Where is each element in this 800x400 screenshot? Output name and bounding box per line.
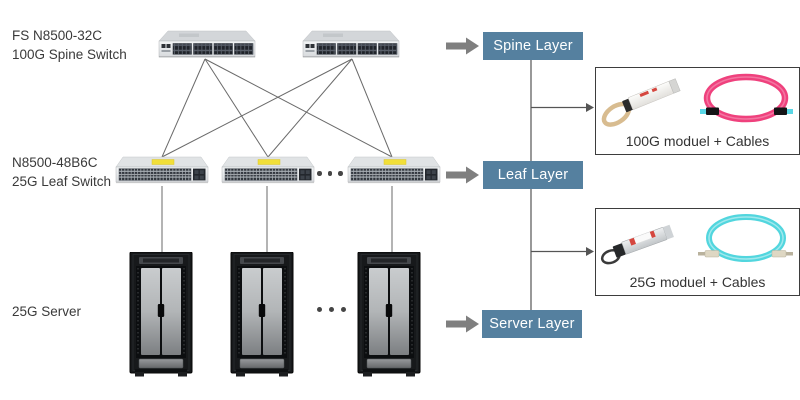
server-layer-badge: Server Layer [482,310,582,338]
spine-switch-label: FS N8500-32C 100G Spine Switch [12,26,127,64]
leaf-layer-badge: Leaf Layer [483,161,583,189]
leaf-server-links [161,186,393,252]
spine-switch-model: FS N8500-32C [12,28,103,43]
dot-icon [317,171,322,176]
qsfp28-module-and-pink-cable-image [601,73,793,127]
dot-icon [338,171,343,176]
server-layer-text: Server Layer [489,316,575,332]
leaf-switch-label: N8500-48B6C 25G Leaf Switch [12,153,111,191]
server-rack-2 [230,252,294,378]
spine-layer-text: Spine Layer [493,38,573,54]
more-leaf-switches-ellipsis-icon [317,171,349,176]
dot-icon [341,307,346,312]
server-desc: 25G Server [12,304,82,319]
leaf-switch-2 [218,154,318,190]
spine-switch-desc: 100G Spine Switch [12,47,127,62]
pink-mpo-fiber-cable-icon [700,73,793,123]
sfp28-transceiver-icon [600,224,674,265]
arrowhead-to-25g-box-icon [586,247,594,256]
module-caption-25g: 25G moduel + Cables [629,274,766,290]
spine-layer-arrow-icon [446,37,479,55]
spine-layer-badge: Spine Layer [483,32,583,60]
leaf-switch-3 [344,154,444,190]
spine-switch-1 [155,29,259,61]
module-box-100g: 100G moduel + Cables [595,67,800,155]
sfp28-module-and-aqua-cable-image [600,214,793,265]
more-servers-ellipsis-icon [317,307,353,312]
leaf-layer-arrow-icon [446,166,479,184]
leaf-switch-1 [112,154,212,190]
qsfp28-transceiver-icon [601,78,681,127]
spine-leaf-links [161,58,393,158]
leaf-layer-text: Leaf Layer [497,167,569,183]
server-label: 25G Server [12,302,81,321]
server-layer-arrow-icon [446,315,479,333]
leaf-switch-desc: 25G Leaf Switch [12,174,112,189]
aqua-lc-fiber-cable-icon [698,214,793,262]
dot-icon [317,307,322,312]
spine-switch-2 [299,29,403,61]
module-caption-100g: 100G moduel + Cables [625,133,770,149]
module-box-25g: 25G moduel + Cables [595,208,800,296]
server-rack-3 [357,252,421,378]
dot-icon [327,171,332,176]
leaf-switch-model: N8500-48B6C [12,155,98,170]
arrowhead-to-100g-box-icon [586,103,594,112]
server-rack-1 [129,252,193,378]
dot-icon [329,307,334,312]
